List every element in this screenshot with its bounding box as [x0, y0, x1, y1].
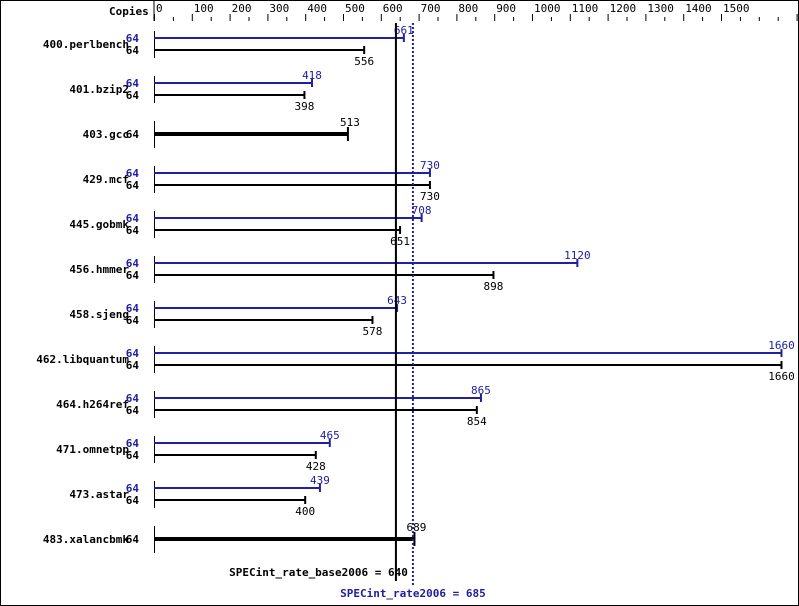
base-value-label: 556: [354, 55, 374, 68]
peak-value-label: 465: [320, 429, 340, 442]
tick-label: 800: [458, 2, 478, 15]
peak-value-label: 708: [412, 204, 432, 217]
benchmark-name: 458.sjeng: [69, 308, 129, 321]
tick-label: 700: [421, 2, 441, 15]
peak-copies: 64: [126, 347, 140, 360]
base-copies: 64: [126, 314, 140, 327]
base-copies: 64: [126, 533, 140, 546]
benchmark-name: 445.gobmk: [69, 218, 129, 231]
peak-copies: 64: [126, 302, 140, 315]
benchmark-name: 456.hmmer: [69, 263, 129, 276]
peak-copies: 64: [126, 167, 140, 180]
base-copies: 64: [126, 89, 140, 102]
peak-summary-label: SPECint_rate2006 = 685: [340, 587, 486, 600]
base-value-label: 578: [363, 325, 383, 338]
tick-label: 200: [232, 2, 252, 15]
tick-label: 300: [269, 2, 289, 15]
base-copies: 64: [126, 179, 140, 192]
tick-label: 100: [194, 2, 214, 15]
tick-label: 0: [156, 2, 163, 15]
base-value-label: 854: [467, 415, 487, 428]
base-value-label: 730: [420, 190, 440, 203]
peak-value-label: 418: [302, 69, 322, 82]
base-copies: 64: [126, 269, 140, 282]
peak-copies: 64: [126, 437, 140, 450]
benchmark-name: 400.perlbench: [43, 38, 129, 51]
base-copies: 64: [126, 224, 140, 237]
base-value-label: 651: [390, 235, 410, 248]
tick-label: 600: [383, 2, 403, 15]
tick-label: 1200: [610, 2, 637, 15]
peak-copies: 64: [126, 257, 140, 270]
peak-value-label: 1660: [768, 339, 795, 352]
peak-value-label: 1120: [564, 249, 591, 262]
base-copies: 64: [126, 359, 140, 372]
tick-label: 1300: [647, 2, 674, 15]
base-copies: 64: [126, 404, 140, 417]
axis-header: Copies: [109, 5, 149, 18]
peak-value-label: 643: [387, 294, 407, 307]
tick-label: 500: [345, 2, 365, 15]
base-value-label: 398: [295, 100, 315, 113]
benchmark-name: 403.gcc: [83, 128, 129, 141]
base-value-label: 898: [484, 280, 504, 293]
benchmark-name: 464.h264ref: [56, 398, 129, 411]
base-copies: 64: [126, 44, 140, 57]
peak-copies: 64: [126, 392, 140, 405]
benchmark-name: 462.libquantum: [36, 353, 129, 366]
peak-copies: 64: [126, 32, 140, 45]
peak-value-label: 439: [310, 474, 330, 487]
tick-label: 900: [496, 2, 516, 15]
peak-value-label: 661: [394, 24, 414, 37]
benchmark-name: 401.bzip2: [69, 83, 129, 96]
tick-label: 1100: [572, 2, 599, 15]
base-value-label: 400: [295, 505, 315, 518]
tick-label: 1500: [723, 2, 750, 15]
base-copies: 64: [126, 449, 140, 462]
base-value-label: 428: [306, 460, 326, 473]
benchmark-name: 471.omnetpp: [56, 443, 129, 456]
benchmark-name: 483.xalancbmk: [43, 533, 129, 546]
base-summary-label: SPECint_rate_base2006 = 640: [229, 566, 408, 579]
tick-label: 1000: [534, 2, 561, 15]
peak-value-label: 865: [471, 384, 491, 397]
tick-label: 400: [307, 2, 327, 15]
base-value-label: 689: [407, 521, 427, 534]
peak-copies: 64: [126, 212, 140, 225]
benchmark-name: 473.astar: [69, 488, 129, 501]
base-value-label: 1660: [768, 370, 795, 383]
peak-copies: 64: [126, 482, 140, 495]
peak-copies: 64: [126, 77, 140, 90]
base-copies: 64: [126, 494, 140, 507]
benchmark-name: 429.mcf: [83, 173, 129, 186]
base-value-label: 513: [340, 116, 360, 129]
base-copies: 64: [126, 128, 140, 141]
tick-label: 1400: [685, 2, 712, 15]
peak-value-label: 730: [420, 159, 440, 172]
